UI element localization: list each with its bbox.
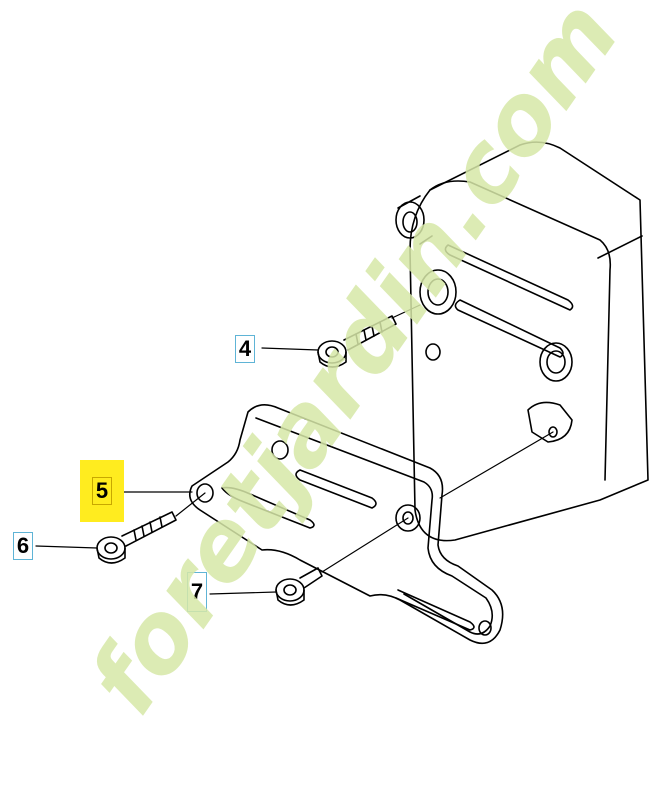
leader-lines [35,347,319,595]
callout-5-label: 5 [91,477,113,505]
screw-4 [317,315,397,368]
callout-6-label: 6 [12,532,34,560]
assembly-lines [175,304,554,573]
screw-7 [275,567,323,606]
muffler-bracket [189,404,504,645]
callout-7[interactable]: 7 [184,570,210,614]
callout-4[interactable]: 4 [232,334,258,364]
callout-4-label: 4 [234,335,256,363]
callout-5[interactable]: 5 [80,460,124,522]
screw-6 [96,511,177,564]
callout-7-label: 7 [186,572,208,612]
muffler-housing [395,141,649,542]
callout-6[interactable]: 6 [10,531,36,561]
